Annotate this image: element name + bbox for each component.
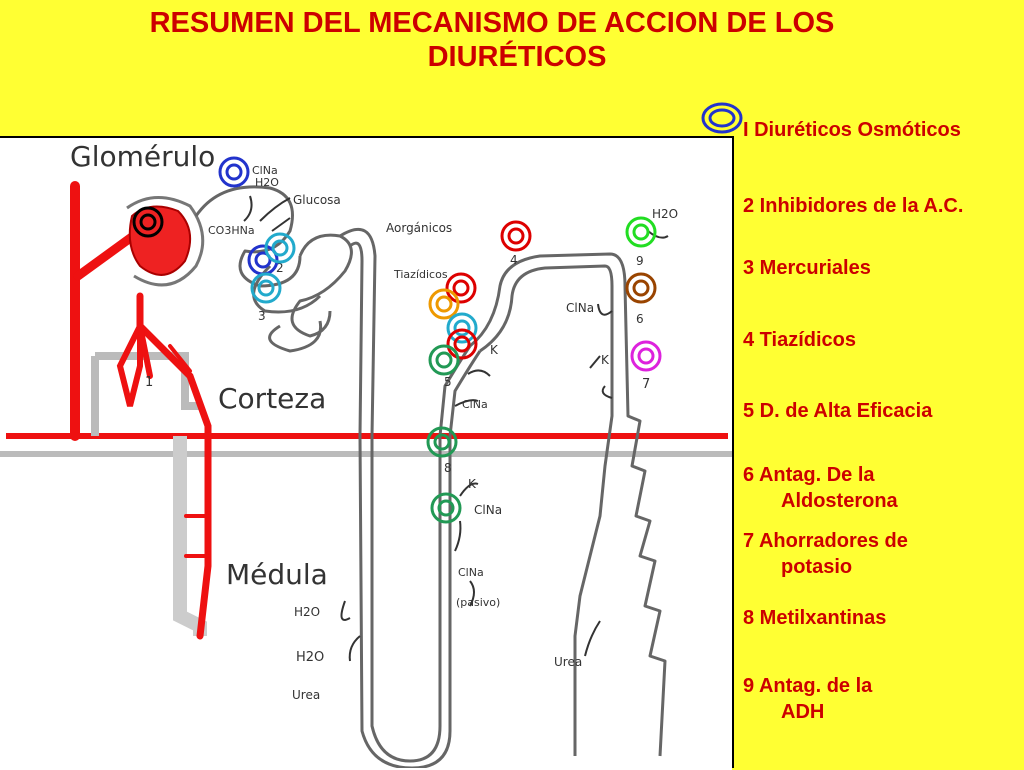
label-pasivo: (pasivo) — [456, 596, 500, 609]
nephron-diagram: Glomérulo Corteza Médula ClNa H2O Glucos… — [0, 140, 732, 768]
legend-item-6-text-2: Aldosterona — [781, 490, 898, 512]
legend-item-7-text: 7 Ahorradores de — [743, 530, 908, 552]
site-marker-lime — [625, 216, 657, 248]
legend-item-9: 9 Antag. de la ADH — [743, 673, 872, 725]
legend-item-7-text-2: potasio — [781, 556, 853, 578]
label-k-asc: K — [468, 477, 477, 491]
legend-marker-inner — [708, 108, 736, 128]
num-3: 3 — [258, 309, 266, 323]
label-glucosa: Glucosa — [293, 193, 341, 207]
legend-item-6: 6 Antag. De la Aldosterona — [743, 462, 898, 514]
num-2: 2 — [276, 261, 284, 275]
transport-arrows — [243, 195, 669, 662]
slide-title: RESUMEN DEL MECANISMO DE ACCION DE LOS D… — [0, 6, 1024, 74]
legend-item-5-text: 5 D. de Alta Eficacia — [743, 400, 933, 422]
site-marker-cyan — [250, 272, 282, 304]
red-vessels — [70, 181, 212, 640]
site-marker-red — [446, 328, 478, 360]
legend-item-2-text: 2 Inhibidores de la A.C. — [743, 195, 964, 217]
legend-marker-outer — [701, 102, 743, 134]
label-clna-asa: ClNa — [566, 301, 594, 315]
label-h2o-med1: H2O — [294, 605, 320, 619]
legend-item-4: 4 Tiazídicos — [743, 327, 856, 353]
label-clna-pasivo: ClNa — [458, 566, 484, 579]
legend-item-6-text: 6 Antag. De la — [743, 464, 875, 486]
legend-item-8: 8 Metilxantinas — [743, 605, 886, 631]
title-line-1: RESUMEN DEL MECANISMO DE ACCION DE LOS — [149, 7, 835, 39]
label-glomerulo: Glomérulo — [70, 140, 215, 173]
legend-item-3: 3 Mercuriales — [743, 255, 871, 281]
legend-item-3-text: 3 Mercuriales — [743, 257, 871, 279]
gray-duct — [173, 436, 207, 636]
bowman-capsule — [126, 196, 205, 287]
site-marker-cyan — [446, 312, 478, 344]
num-6: 6 — [636, 312, 644, 326]
num-1: 1 — [145, 375, 153, 390]
diagram-labels: Glomérulo Corteza Médula ClNa H2O Glucos… — [70, 140, 678, 702]
num-4: 4 — [510, 253, 518, 267]
label-k-asa: K — [490, 343, 499, 357]
legend-item-9-text-2: ADH — [781, 701, 825, 723]
site-marker-blue — [218, 156, 250, 188]
legend-item-2: 2 Inhibidores de la A.C. — [743, 193, 963, 219]
label-aorganicos: Aorgánicos — [386, 221, 452, 235]
label-corteza: Corteza — [218, 382, 326, 415]
legend-item-5: 5 D. de Alta Eficacia — [743, 398, 932, 424]
num-9: 9 — [636, 254, 644, 268]
glomerulus — [128, 205, 192, 276]
panel-divider — [732, 136, 734, 768]
label-h2o-med2: H2O — [296, 650, 324, 665]
site-marker-orange — [428, 288, 460, 320]
legend-item-7: 7 Ahorradores de potasio — [743, 528, 908, 580]
site-marker-green — [426, 426, 458, 458]
tubule-outline — [194, 185, 667, 768]
label-co3hna: CO3HNa — [208, 224, 255, 237]
site-marker-red — [445, 272, 477, 304]
site-marker-red — [500, 220, 532, 252]
site-marker-magenta — [630, 340, 662, 372]
title-line-2: DIURÉTICOS — [427, 41, 607, 73]
site-marker-brown — [625, 272, 657, 304]
legend-item-8-text: 8 Metilxantinas — [743, 607, 887, 629]
num-7: 7 — [642, 377, 650, 392]
label-clna-asc1: ClNa — [462, 398, 488, 411]
legend-item-1: I Diuréticos Osmóticos — [743, 117, 961, 143]
label-tiazidicos: Tiazídicos — [393, 268, 448, 281]
legend-item-1-text: I Diuréticos Osmóticos — [743, 119, 961, 141]
legend-item-9-text: 9 Antag. de la — [743, 675, 873, 697]
label-clna-1: ClNa — [252, 164, 278, 177]
label-h2o-col: H2O — [652, 207, 678, 221]
label-h2o-1: H2O — [255, 176, 279, 189]
site-marker-green — [428, 344, 460, 376]
label-k-col: K — [601, 353, 610, 367]
site-markers — [132, 156, 662, 524]
label-urea-col: Urea — [554, 655, 582, 669]
site-marker-cyan — [264, 232, 296, 264]
label-medula: Médula — [226, 558, 328, 591]
label-urea-med: Urea — [292, 688, 320, 702]
label-clna-asc2: ClNa — [474, 503, 502, 517]
legend-marker — [701, 102, 743, 134]
num-5: 5 — [444, 375, 452, 389]
site-marker-green — [430, 492, 462, 524]
site-marker-black — [132, 206, 164, 238]
legend-item-4-text: 4 Tiazídicos — [743, 329, 857, 351]
num-8: 8 — [444, 461, 452, 475]
